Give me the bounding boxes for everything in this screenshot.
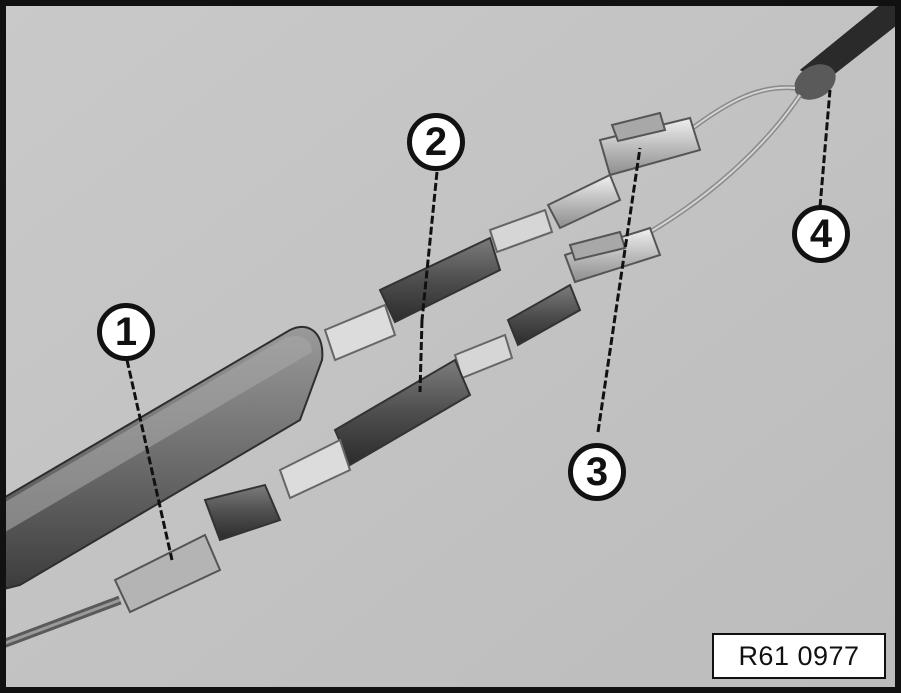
connector-sleeve-lower [113,483,282,614]
connector-male-upper [323,208,554,362]
leader-line-1 [125,359,174,561]
connector-male-lower [278,333,514,500]
figure-id-label: R61 0977 [712,633,886,679]
leader-line-2a [420,171,439,321]
callout-4: 4 [792,205,850,263]
connector-female-lower [506,226,662,347]
leader-line-2b [418,319,424,393]
leader-line-4 [818,89,832,208]
splice-sleeve [794,64,836,100]
callout-3: 3 [568,443,626,501]
connector-female-upper [546,111,702,230]
callout-1: 1 [97,303,155,361]
leader-line-3 [596,147,642,433]
callout-2: 2 [407,113,465,171]
